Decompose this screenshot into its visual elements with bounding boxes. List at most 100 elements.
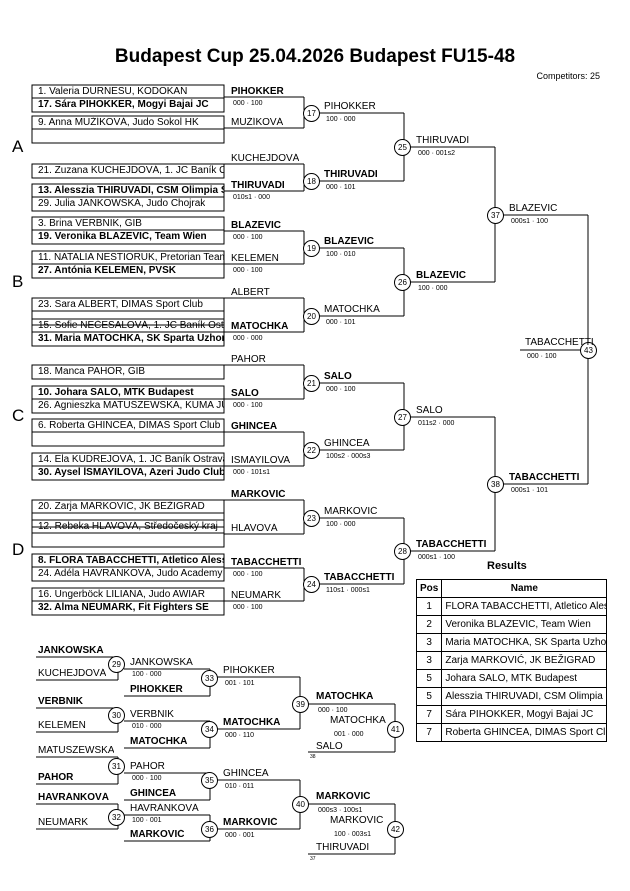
rep-r1-score: 100 · 001 [132,817,162,824]
entry-name: 18. Manca PAHOR, GIB [38,366,146,377]
results-title: Results [487,560,527,572]
entry-name: 1. Valeria DURNESU, KODOKAN [38,86,188,97]
rep-r2-score: 010 · 011 [225,783,255,790]
entry-name: 10. Johara SALO, MTK Budapest [38,387,194,398]
rep-bronze-name: MARKOVIĆ [330,815,384,826]
rep-match-number: 36 [201,821,218,838]
entry-name: 21. Zuzana KUCHEJDOVÁ, 1. JC Baník Ostra… [38,165,224,176]
r1-winner: TABACCHETTI [231,557,302,568]
pool-label-a: A [12,137,24,156]
r1-score: 000 · 100 [233,267,263,274]
rep-r2-score: 001 · 101 [225,680,255,687]
rep-entry-name: PAHOR [38,772,74,783]
match-number-r2: 28 [394,543,411,560]
r3-score: 100 · 000 [418,285,448,292]
r1-score: 010s1 · 000 [233,194,270,201]
rep-opp-name: SALO [316,741,343,752]
entry-name: 14. Ela KUDREJOVÁ, 1. JC Baník Ostrava [38,454,224,465]
rep-match-number: 33 [201,670,218,687]
rep-r1-name: MATOCHKA [130,736,188,747]
r2-winner: GHINCEA [324,438,370,449]
rep-r1-name: PIHOKKER [130,684,183,695]
results-pos: 3 [415,651,443,670]
rep-r1-score: 010 · 000 [132,723,162,730]
match-number-r1: 21 [303,375,320,392]
match-number-r1: 24 [303,576,320,593]
entry-name: 27. Antónia KELEMEN, PVSK [38,265,176,276]
r4-winner: TABACCHETTI [509,472,580,483]
competitors-count: Competitors: 25 [536,71,600,81]
entry-name: 15. Sofie NEČESALOVÁ, 1. JC Baník Ostrav… [38,320,224,331]
match-number-r1: 19 [303,240,320,257]
entry-name: 19. Veronika BLAZEVIC, Team Wien [38,231,207,242]
match-number-r2: 25 [394,139,411,156]
entry-name: 26. Agnieszka MATUSZEWSKA, KUMA JUDO [38,400,224,411]
r1-winner: GHINCEA [231,421,278,432]
r1-score: 000 · 000 [233,335,263,342]
rep-entry-name: MATUSZEWSKA [38,745,115,756]
entry-name: 17. Sára PIHOKKER, Mogyi Bajai JC [38,99,209,110]
match-number-r1: 18 [303,173,320,190]
entry-box [31,163,225,179]
rep-opp-note: 37 [310,856,316,862]
r1-score: 000 · 100 [233,571,263,578]
rep-match-number: 41 [387,721,404,738]
rep-bronze-score: 100 · 003s1 [334,831,371,838]
match-number-r1: 20 [303,308,320,325]
final-match-number: 43 [580,342,597,359]
r1-winner: SALO [231,388,259,399]
r1-winner: KUCHEJDOVÁ [231,153,300,164]
entry-name: 20. Zarja MARKOVIĆ, JK BEŽIGRAD [38,501,205,512]
r1-winner: HLAVOVÁ [231,523,278,534]
r2-score: 000 · 100 [326,386,356,393]
r3-winner: THIRUVADI [416,135,470,146]
r2-winner: SALO [324,371,352,382]
results-header-row: Pos Name [415,579,608,598]
rep-entry-name: JANKOWSKA [38,645,104,656]
r3-score: 000s1 · 100 [418,554,455,561]
r1-winner: MARKOVIĆ [231,489,286,500]
rep-r2-name: MATOCHKA [223,717,281,728]
r4-score: 000s1 · 101 [511,487,548,494]
r1-winner: ALBERT [231,287,270,298]
match-number-r1: 23 [303,510,320,527]
r1-winner: MATOCHKA [231,321,289,332]
rep-r2-name: MARKOVIĆ [223,817,278,828]
r1-winner: THIRUVADI [231,180,285,191]
r3-winner: TABACCHETTI [416,539,487,550]
r1-winner: MUŽÍKOVÁ [231,117,284,128]
results-pos: 7 [415,723,443,742]
rep-r1-name: JANKOWSKA [130,657,193,668]
rep-match-number: 31 [108,758,125,775]
rep-match-number: 42 [387,821,404,838]
rep-bronze-name: MATOCHKA [330,715,386,726]
r3-winner: BLAZEVIC [416,270,466,281]
entry-name: 32. Alma NEUMARK, Fit Fighters SE [38,602,209,613]
rep-r1-score: 000 · 100 [132,775,162,782]
r2-winner: THIRUVADI [324,169,378,180]
entry-name: 3. Brina VERBNIK, GIB [38,218,142,229]
entry-name: 6. Roberta GHINCEA, DIMAS Sport Club [38,420,221,431]
rep-r1-name: GHINCEA [130,788,177,799]
rep-entry-name: NEUMARK [38,817,89,828]
r2-score: 100 · 000 [326,521,356,528]
results-name: Zarja MARKOVIĆ, JK BEŽIGRAD [441,651,608,670]
rep-opp-note: 38 [310,754,316,760]
r1-score: 000 · 101s1 [233,469,270,476]
results-pos: 1 [415,597,443,616]
rep-match-number: 32 [108,809,125,826]
rep-match-number: 39 [292,696,309,713]
match-number-r1: 22 [303,442,320,459]
r1-winner: İSMAYILOVA [231,455,291,466]
results-pos: 5 [415,669,443,688]
r2-score: 000 · 101 [326,319,356,326]
results-name: Veronika BLAZEVIC, Team Wien [441,615,608,634]
r2-winner: TABACCHETTI [324,572,395,583]
rep-opp-name: THIRUVADI [316,842,370,853]
